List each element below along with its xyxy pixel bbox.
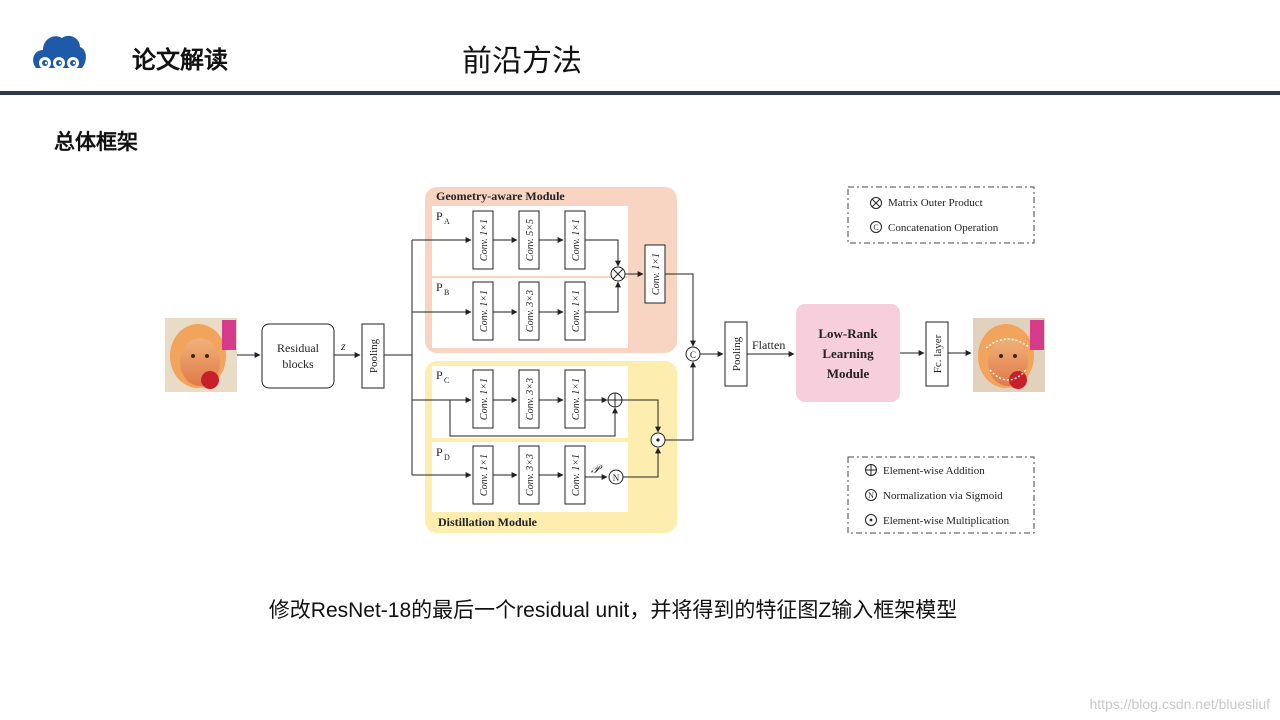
svg-text:Conv. 3×3: Conv. 3×3: [525, 454, 536, 496]
fc-layer-label: Fc. layer: [932, 334, 944, 373]
cloud-swirl-logo-icon: [33, 35, 86, 69]
svg-text:C: C: [690, 350, 696, 360]
addition-operator: [607, 392, 623, 408]
branch-a-conv-3: Conv. 1×1: [564, 210, 586, 270]
framework-diagram: Geometry-aware Module Distillation Modul…: [165, 186, 1045, 534]
svg-text:Conv. 3×3: Conv. 3×3: [525, 290, 536, 332]
concatenation-operator: C: [685, 346, 701, 362]
fc-layer: [925, 321, 949, 387]
legend-top: [847, 186, 1035, 244]
svg-text:Conv. 1×1: Conv. 1×1: [651, 253, 662, 295]
svg-text:A: A: [444, 217, 450, 226]
branch-d-conv-1: Conv. 1×1: [472, 445, 494, 505]
svg-text:P: P: [436, 280, 443, 294]
svg-text:B: B: [444, 288, 449, 297]
svg-text:C: C: [873, 223, 878, 232]
legend-concatenation-label: Concatenation Operation: [888, 222, 999, 234]
svg-text:Conv. 1×1: Conv. 1×1: [571, 290, 582, 332]
branch-d-conv-3: Conv. 1×1: [564, 445, 586, 505]
legend-outer-product-label: Matrix Outer Product: [888, 197, 983, 209]
watermark: https://blog.csdn.net/bluesliuf: [1089, 696, 1270, 712]
residual-label-2: blocks: [282, 357, 314, 371]
svg-text:P: P: [436, 445, 443, 459]
outer-product-operator: [610, 266, 626, 282]
low-rank-module: [796, 304, 900, 402]
branch-a-conv-1: Conv. 1×1: [472, 210, 494, 270]
svg-text:Conv. 1×1: Conv. 1×1: [479, 219, 490, 261]
flatten-label: Flatten: [752, 338, 785, 352]
multiplication-operator: [650, 432, 666, 448]
output-face-image: [973, 318, 1045, 392]
svg-text:N: N: [613, 473, 620, 483]
legend-multiplication-label: Element-wise Multiplication: [883, 515, 1010, 527]
distillation-module-label: Distillation Module: [438, 515, 538, 529]
header-divider: [0, 91, 1280, 95]
svg-text:Conv. 1×1: Conv. 1×1: [571, 454, 582, 496]
slide-subtitle: 总体框架: [54, 130, 138, 154]
branch-c-conv-1: Conv. 1×1: [472, 369, 494, 429]
legend-multiplication-icon: [865, 514, 877, 526]
low-rank-label-3: Module: [827, 366, 870, 381]
svg-text:P: P: [436, 209, 443, 223]
svg-text:C: C: [444, 376, 449, 385]
legend-normalization-icon: N: [865, 489, 877, 501]
branch-a-conv-2: Conv. 5×5: [518, 210, 540, 270]
residual-label-1: Residual: [277, 341, 320, 355]
branch-c-conv-3: Conv. 1×1: [564, 369, 586, 429]
svg-text:Conv. 3×3: Conv. 3×3: [525, 378, 536, 420]
pooling-1-label: Pooling: [368, 338, 380, 373]
legend-normalization-label: Normalization via Sigmoid: [883, 490, 1003, 502]
branch-b-conv-2: Conv. 3×3: [518, 281, 540, 341]
branch-b-conv-3: Conv. 1×1: [564, 281, 586, 341]
geometry-module-label: Geometry-aware Module: [436, 189, 565, 203]
branch-b-conv-1: Conv. 1×1: [472, 281, 494, 341]
legend-outer-product-icon: [870, 197, 882, 209]
input-face-image: [165, 318, 237, 392]
svg-text:N: N: [868, 491, 874, 500]
legend-addition-label: Element-wise Addition: [883, 465, 985, 477]
svg-text:Conv. 1×1: Conv. 1×1: [479, 378, 490, 420]
geometry-conv-final: Conv. 1×1: [644, 244, 666, 304]
legend-bottom: [847, 456, 1035, 534]
slide-caption: 修改ResNet-18的最后一个residual unit，并将得到的特征图Z输…: [268, 599, 958, 622]
residual-blocks: [261, 323, 335, 389]
svg-text:Conv. 1×1: Conv. 1×1: [479, 290, 490, 332]
section-title: 前沿方法: [462, 44, 582, 79]
legend-concatenation-icon: C: [870, 221, 882, 233]
svg-text:Conv. 5×5: Conv. 5×5: [525, 219, 536, 261]
low-rank-label-2: Learning: [822, 346, 874, 361]
branch-c-conv-2: Conv. 3×3: [518, 369, 540, 429]
legend-addition-icon: [865, 464, 877, 476]
svg-text:D: D: [444, 453, 450, 462]
svg-text:Conv. 1×1: Conv. 1×1: [571, 378, 582, 420]
normalization-operator: N: [608, 469, 624, 485]
low-rank-label-1: Low-Rank: [818, 326, 878, 341]
svg-text:Conv. 1×1: Conv. 1×1: [479, 454, 490, 496]
z-symbol: z: [340, 339, 346, 353]
pooling-2-label: Pooling: [731, 336, 743, 371]
svg-text:Conv. 1×1: Conv. 1×1: [571, 219, 582, 261]
svg-text:P: P: [436, 368, 443, 382]
branch-d-conv-2: Conv. 3×3: [518, 445, 540, 505]
header-title: 论文解读: [132, 46, 228, 74]
pooling-1: [361, 323, 385, 389]
